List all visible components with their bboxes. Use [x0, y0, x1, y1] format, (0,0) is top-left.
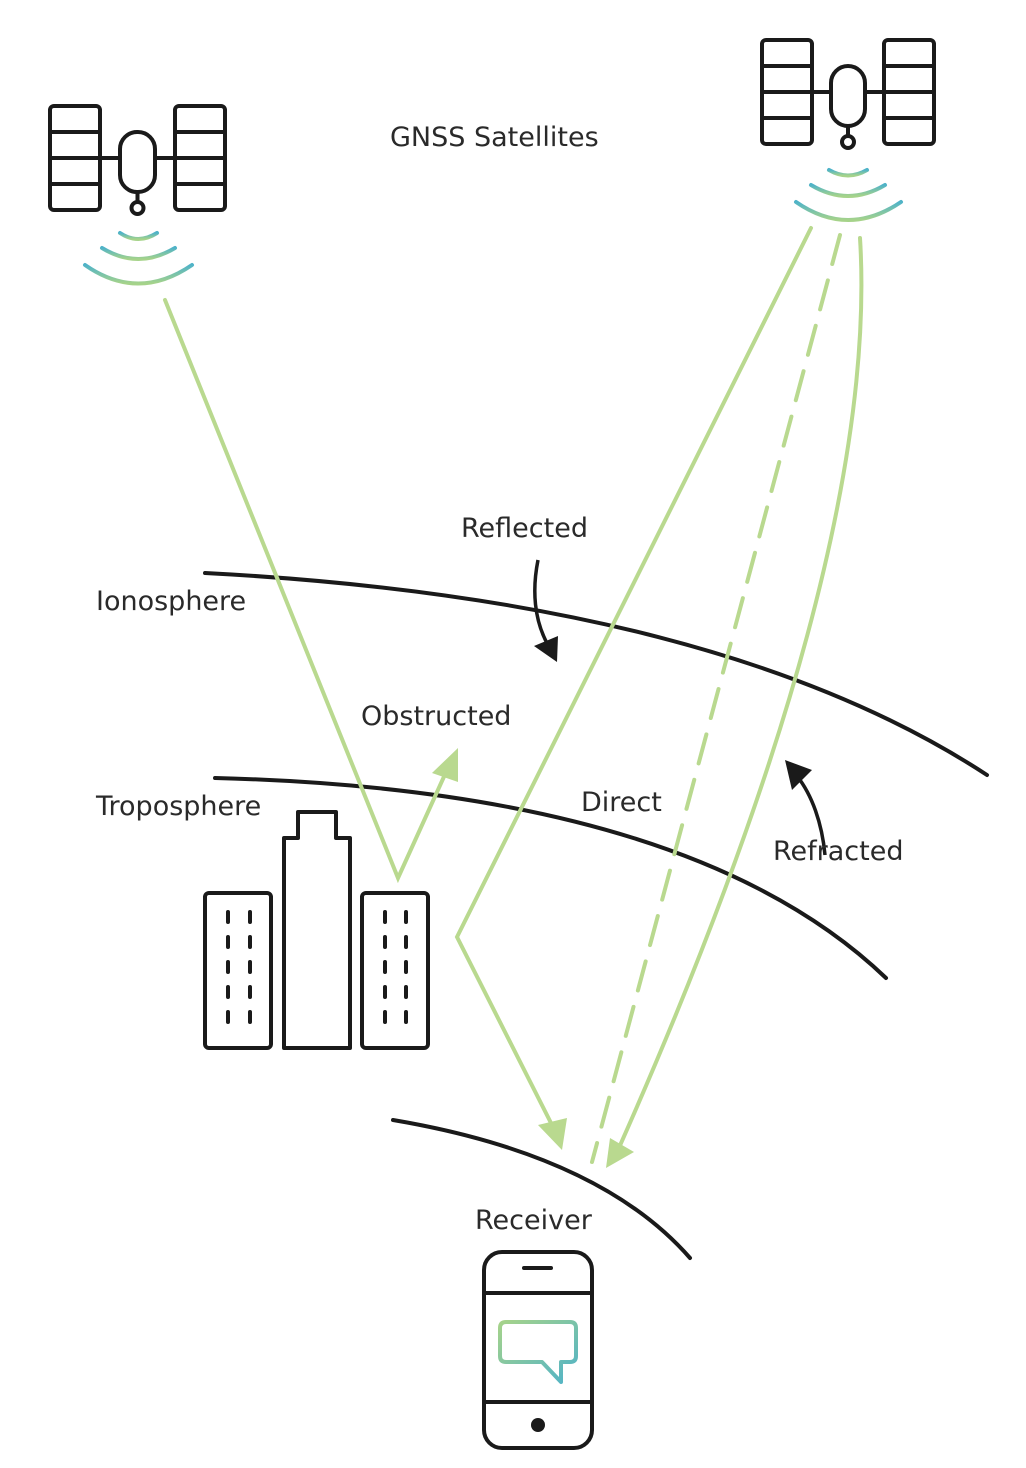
city-buildings-icon	[203, 810, 430, 1050]
ionosphere-curve	[203, 571, 989, 777]
refracted-pointer-arrow	[795, 774, 827, 856]
refracted-signal-path	[616, 236, 864, 1152]
smartphone-icon	[482, 1250, 594, 1450]
signal-paths	[163, 226, 864, 1168]
obstructed-signal-path	[163, 298, 449, 884]
ground-curve	[391, 1118, 692, 1260]
refracted-pointer-arrowhead	[785, 760, 812, 790]
reflected-signal-path	[454, 226, 813, 1127]
obstructed-arrowhead	[432, 748, 458, 782]
direct-label: Direct	[581, 787, 662, 818]
gnss-satellites-label: GNSS Satellites	[390, 122, 599, 153]
right-satellite-signal-waves	[794, 168, 903, 222]
obstructed-label: Obstructed	[361, 701, 511, 732]
reflected-pointer-arrowhead	[534, 636, 558, 662]
reflected-pointer-arrow	[533, 559, 550, 646]
satellite-icon	[48, 104, 227, 216]
troposphere-curve	[213, 776, 888, 980]
refracted-label: Refracted	[773, 836, 904, 867]
reflected-arrowhead	[538, 1118, 567, 1150]
direct-signal-path	[590, 233, 842, 1164]
troposphere-label: Troposphere	[95, 791, 261, 822]
left-satellite-signal-waves	[83, 231, 194, 286]
ionosphere-label: Ionosphere	[96, 586, 246, 617]
refracted-arrowhead	[606, 1138, 634, 1168]
message-bubble-icon	[498, 1320, 578, 1384]
satellite-icon	[760, 38, 936, 150]
reflected-label: Reflected	[461, 513, 588, 544]
receiver-label: Receiver	[475, 1205, 593, 1236]
